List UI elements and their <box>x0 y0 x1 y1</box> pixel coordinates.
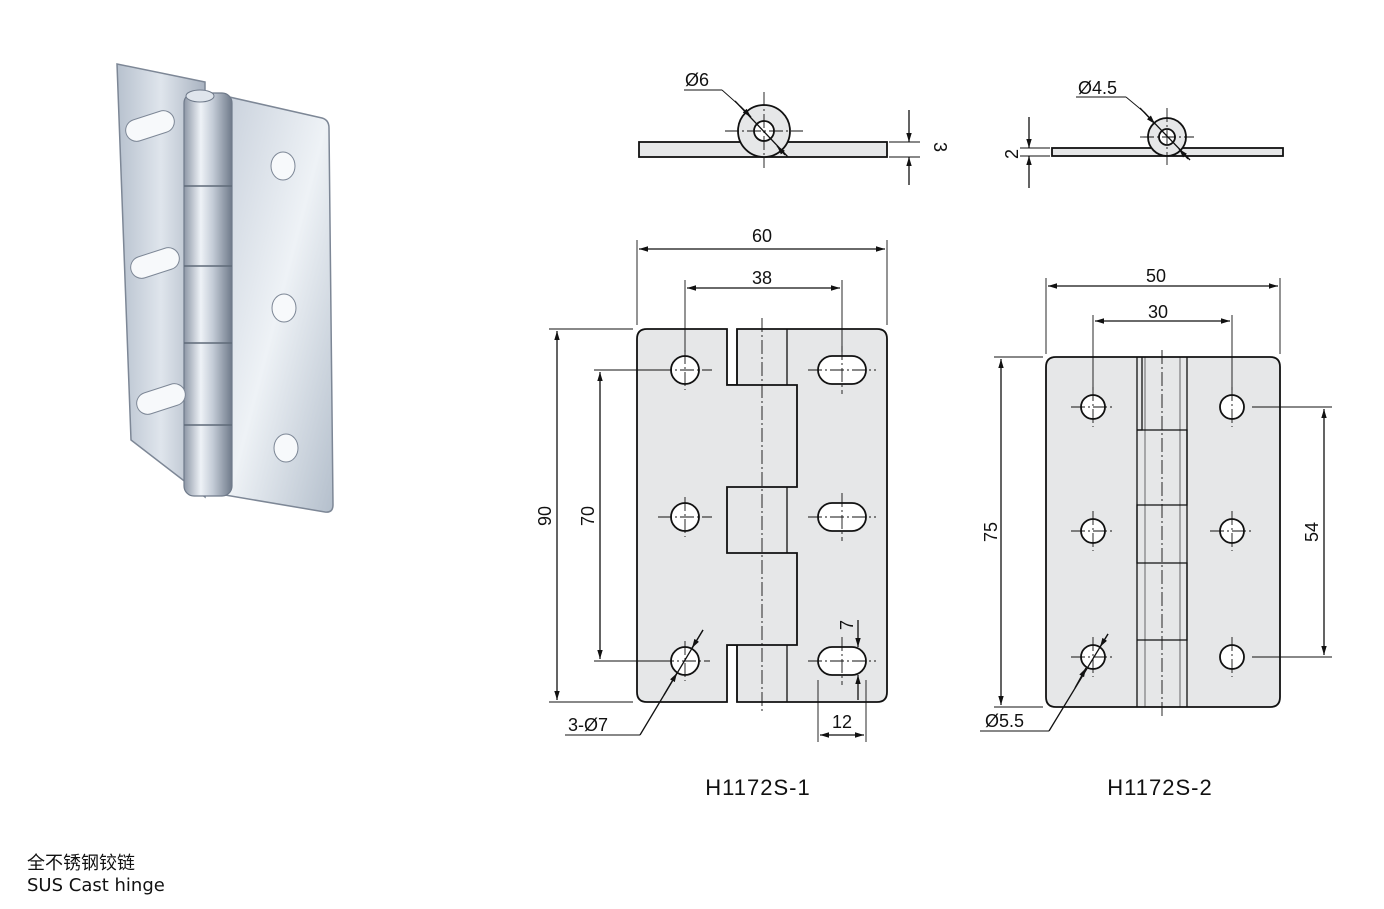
drawing1-side-view: Ø6 3 <box>638 70 950 185</box>
caption-english: SUS Cast hinge <box>27 875 165 896</box>
drawing1-slot-width: 7 <box>837 620 857 630</box>
drawing1-height: 90 <box>535 506 555 526</box>
drawing2-width: 50 <box>1146 266 1166 286</box>
drawing2-front-view <box>1045 350 1281 718</box>
drawing2-pin-diameter: Ø4.5 <box>1078 78 1117 98</box>
drawing2-height: 75 <box>981 522 1001 542</box>
hinge-photo <box>116 63 334 513</box>
drawing1-width: 60 <box>752 226 772 246</box>
drawing2-model-label: H1172S-2 <box>1107 775 1212 800</box>
drawing1-front-view <box>636 318 888 712</box>
drawing1-pin-diameter: Ø6 <box>685 70 709 90</box>
drawing1-model-label: H1172S-1 <box>705 775 810 800</box>
drawing2-thickness: 2 <box>1002 149 1022 159</box>
product-caption: 全不锈钢铰链 SUS Cast hinge <box>27 853 165 897</box>
caption-chinese: 全不锈钢铰链 <box>27 853 135 874</box>
drawing2-hole-note: Ø5.5 <box>985 711 1024 731</box>
drawing2-hole-span: 30 <box>1148 302 1168 322</box>
drawing2-hole-pitch: 54 <box>1302 522 1322 542</box>
drawing1-slot-length: 12 <box>832 712 852 732</box>
drawing1-hole-note: 3-Ø7 <box>568 715 608 735</box>
drawing2-side-view: Ø4.5 2 <box>1002 78 1284 188</box>
drawing1-thickness: 3 <box>930 142 950 152</box>
drawing2-dimensions: 50 30 75 54 Ø5.5 H1172S-2 <box>980 266 1332 800</box>
drawing1-hole-span: 38 <box>752 268 772 288</box>
drawing1-dimensions: 60 38 90 70 3-Ø7 7 12 H1172S-1 <box>535 226 888 800</box>
drawing1-hole-pitch: 70 <box>578 506 598 526</box>
